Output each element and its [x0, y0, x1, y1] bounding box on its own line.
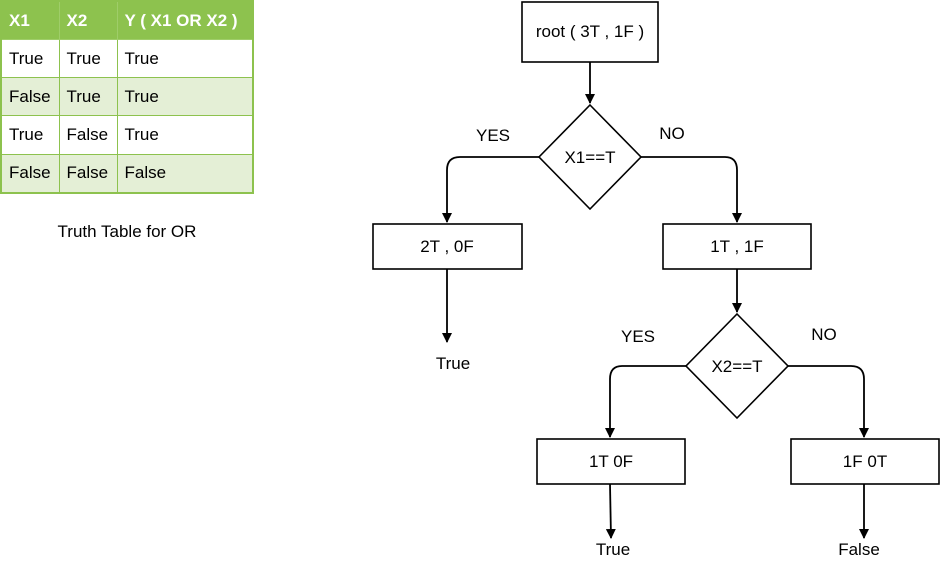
- table-row: False False False: [0, 153, 254, 194]
- decision-x2-yes-label: YES: [621, 327, 655, 346]
- node-x2-true: 1T 0F: [536, 438, 686, 485]
- cell-x1: False: [0, 153, 60, 194]
- decision-x1-label: X1==T: [564, 148, 615, 167]
- decision-x2-no-label: NO: [811, 325, 837, 344]
- decision-x1: X1==T: [537, 103, 643, 211]
- cell-y: True: [116, 38, 254, 79]
- node-x2-false-label: 1F 0T: [843, 452, 887, 471]
- node-x1-false-label: 1T , 1F: [710, 237, 764, 256]
- edge-decision2-no: [788, 365, 869, 438]
- node-x1-false: 1T , 1F: [662, 223, 812, 270]
- cell-y: False: [116, 153, 254, 194]
- edge-decision1-yes: [442, 156, 539, 223]
- cell-y: True: [116, 77, 254, 117]
- cell-x1: True: [0, 115, 60, 155]
- header-y: Y ( X1 OR X2 ): [116, 0, 254, 40]
- edge-node-yes2-to-leaf: [605, 483, 616, 539]
- leaf-x1-true-result: True: [436, 354, 470, 373]
- decision-x1-no-label: NO: [659, 124, 685, 143]
- cell-x2: False: [58, 153, 118, 194]
- root-node-label: root ( 3T , 1F ): [536, 22, 644, 41]
- decision-x2: X2==T: [684, 312, 790, 420]
- decision-x2-label: X2==T: [711, 357, 762, 376]
- node-x2-false: 1F 0T: [790, 438, 940, 485]
- cell-x1: True: [0, 38, 60, 79]
- leaf-x2-true-result: True: [596, 540, 630, 559]
- cell-y: True: [116, 115, 254, 155]
- edge-decision2-yes: [605, 365, 686, 438]
- cell-x1: False: [0, 77, 60, 117]
- node-x2-true-label: 1T 0F: [589, 452, 633, 471]
- node-x1-true-label: 2T , 0F: [420, 237, 474, 256]
- table-row: False True True: [0, 77, 254, 117]
- table-row: True True True: [0, 38, 254, 79]
- decision-x1-yes-label: YES: [476, 126, 510, 145]
- root-node: root ( 3T , 1F ): [521, 1, 659, 63]
- table-row: True False True: [0, 115, 254, 155]
- truth-table: X1 X2 Y ( X1 OR X2 ) True True True Fals…: [0, 0, 254, 194]
- edge-decision1-no: [641, 156, 742, 223]
- truth-table-caption: Truth Table for OR: [57, 222, 197, 241]
- leaf-x2-false-result: False: [838, 540, 880, 559]
- node-x1-true: 2T , 0F: [372, 223, 523, 270]
